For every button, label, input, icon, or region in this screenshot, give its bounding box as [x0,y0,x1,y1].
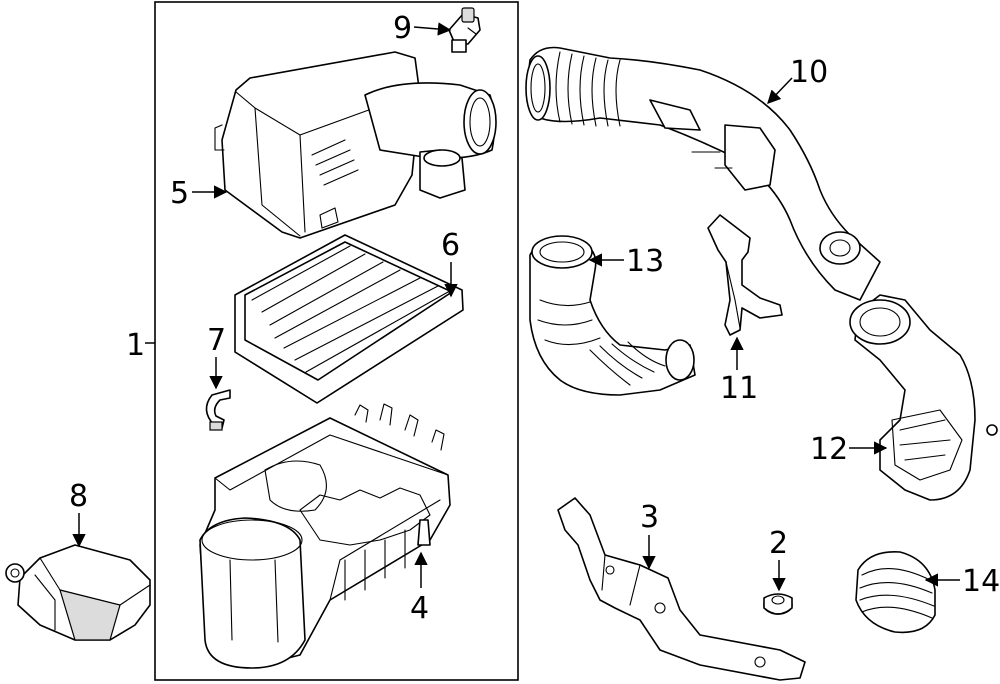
part-3-bracket [557,497,806,681]
callout-11: 11 [720,371,758,406]
part-8-duct [5,544,151,641]
part-11-bracket [707,214,783,336]
part-13-hose [529,235,696,396]
callout-12: 12 [810,432,848,467]
callout-10: 10 [790,55,828,90]
callout-5: 5 [170,176,189,211]
part-14-clamp [855,551,936,634]
callout-4: 4 [410,591,429,626]
callout-1: 1 [126,328,145,363]
callout-6: 6 [441,228,460,263]
callout-13: 13 [626,244,664,279]
part-4-lower-housing [199,403,451,669]
callout-8: 8 [69,479,88,514]
callout-3: 3 [640,500,659,535]
part-9-sensor [448,7,481,53]
callout-7: 7 [207,323,226,358]
callout-9: 9 [393,11,412,46]
callout-2: 2 [769,526,788,561]
part-2-nut [763,593,793,615]
part-10-intake-tube [525,46,881,301]
part-7-clip [205,389,231,431]
callout-14: 14 [962,564,1000,599]
air-cleaner-assembly-box [154,1,519,681]
callouts: 1 2 3 4 5 6 7 8 9 10 11 12 13 [69,11,1000,626]
part-12-resonator [849,294,998,501]
part-6-filter [234,234,464,404]
part-5-cover [214,51,497,239]
